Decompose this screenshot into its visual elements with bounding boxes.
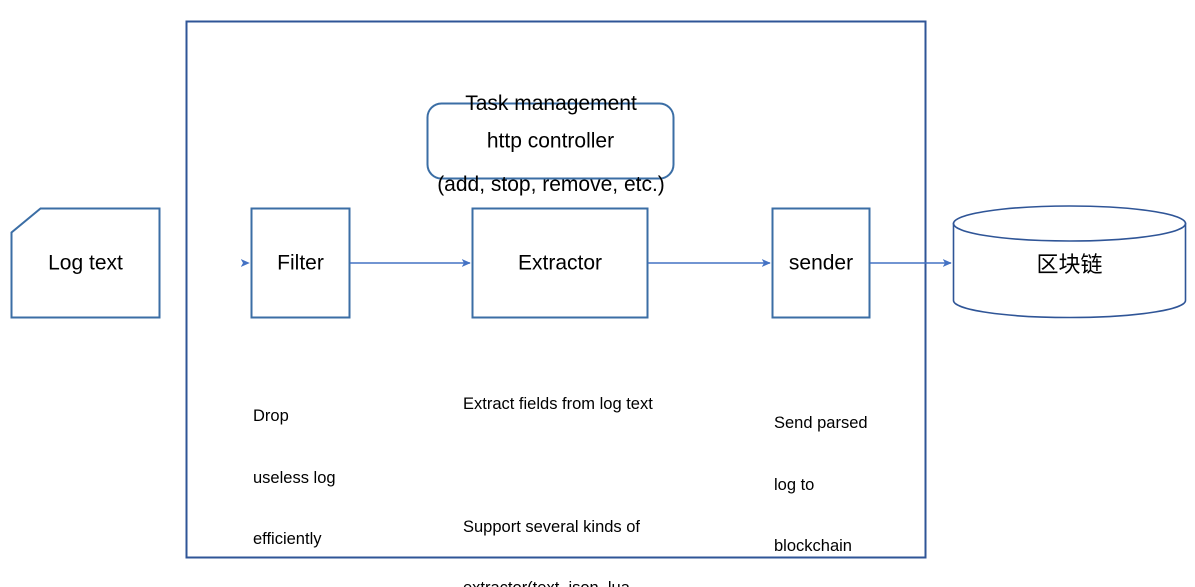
annotation-filter-line-3: efficiently — [253, 530, 322, 548]
node-extractor-label: Extractor — [517, 251, 603, 275]
annotation-extractor-line-3-prefix: extractor(text, json, — [463, 579, 608, 587]
node-extractor[interactable]: Extractor — [472, 208, 648, 318]
annotation-sender-line-2: log to — [774, 475, 815, 494]
node-blockchain[interactable]: 区块链 — [953, 206, 1186, 318]
node-filter[interactable]: Filter — [251, 208, 350, 318]
annotation-sender: Send parsed log to blockchain — [774, 372, 868, 587]
node-sender-label: sender — [788, 251, 854, 275]
task-management-title: Task management (add, stop, remove, etc.… — [351, 36, 751, 252]
annotation-extractor-line-1: Extract fields from log text — [463, 395, 653, 413]
annotation-extractor-line-2: Support several kinds of — [463, 517, 641, 536]
annotation-extractor: Extract fields from log text Support sev… — [463, 353, 653, 587]
annotation-sender-line-1: Send parsed — [774, 414, 868, 432]
annotation-filter-line-1: Drop — [253, 407, 289, 425]
node-sender-shape — [771, 207, 871, 319]
task-management-title-line-1: Task management — [465, 92, 637, 115]
annotation-filter-line-2: useless log — [253, 468, 336, 487]
annotation-sender-line-3: blockchain — [774, 537, 852, 555]
annotation-extractor-spacer — [463, 456, 653, 476]
node-log-text-shape — [10, 207, 161, 319]
node-extractor-shape — [471, 207, 649, 319]
node-log-text[interactable]: Log text — [11, 208, 160, 318]
node-filter-label: Filter — [277, 251, 324, 275]
annotation-extractor-misspelled-word: lua — [608, 579, 630, 587]
node-log-text-label: Log text — [48, 251, 123, 275]
annotation-extractor-line-3: extractor(text, json, lua, — [463, 578, 653, 587]
node-blockchain-label: 区块链 — [1036, 253, 1103, 278]
node-http-controller[interactable]: http controller — [427, 103, 674, 179]
annotation-filter: Drop useless log efficiently — [253, 365, 336, 587]
node-http-controller-label: http controller — [486, 129, 615, 153]
node-blockchain-shape — [952, 205, 1187, 319]
node-filter-shape — [250, 207, 351, 319]
node-http-controller-shape — [426, 102, 675, 180]
node-sender[interactable]: sender — [772, 208, 870, 318]
annotation-extractor-line-3-suffix: , — [630, 579, 635, 587]
task-management-title-line-2: (add, stop, remove, etc.) — [437, 173, 665, 196]
task-management-boundary — [185, 20, 927, 559]
